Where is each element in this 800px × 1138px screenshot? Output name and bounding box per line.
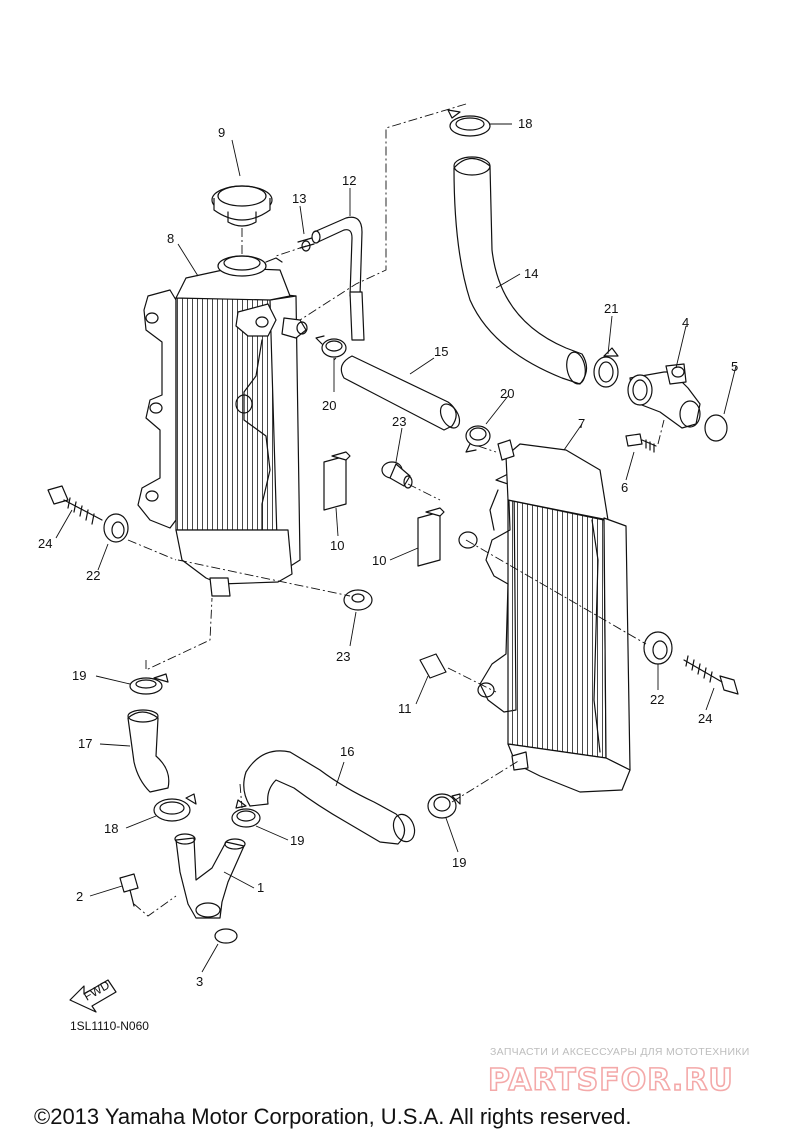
callout-18-bottom: 18 — [104, 821, 118, 836]
hose-clamp-18-top — [447, 109, 491, 137]
callout-19-center: 19 — [290, 833, 304, 848]
bolt-24-right — [683, 655, 739, 695]
o-ring-3 — [214, 928, 238, 944]
callout-19-right: 19 — [452, 855, 466, 870]
callout-15: 15 — [434, 344, 448, 359]
callout-6: 6 — [621, 480, 628, 495]
grommet-22-left — [103, 513, 129, 543]
callout-4: 4 — [682, 315, 689, 330]
fwd-arrow-icon — [69, 979, 117, 1013]
callout-23-lower: 23 — [336, 649, 350, 664]
collar-23-lower — [343, 589, 373, 611]
upper-hose-14 — [453, 156, 588, 385]
callout-5: 5 — [731, 359, 738, 374]
radiator-cap — [211, 185, 273, 256]
callout-24-left: 24 — [38, 536, 52, 551]
callout-labels: 1 2 3 4 5 6 7 8 9 10 10 11 12 13 14 15 1… — [38, 116, 738, 989]
damper-10-upper — [323, 451, 351, 511]
callout-8: 8 — [167, 231, 174, 246]
callout-24-right: 24 — [698, 711, 712, 726]
callout-10-lower: 10 — [372, 553, 386, 568]
hose-clamp-18-bottom — [153, 793, 197, 822]
bolt-24-left — [47, 485, 103, 525]
grommet-22-right — [643, 631, 673, 665]
callout-7: 7 — [578, 416, 585, 431]
diagram-code: 1SL1110-N060 — [70, 1019, 149, 1033]
callout-19-left: 19 — [72, 668, 86, 683]
callout-14: 14 — [524, 266, 538, 281]
hose-clamp-20-center — [465, 425, 491, 453]
callout-22-right: 22 — [650, 692, 664, 707]
callout-21: 21 — [604, 301, 618, 316]
breather-hose — [311, 216, 365, 341]
small-clip — [297, 237, 315, 252]
pipe-1 — [174, 833, 246, 919]
callout-20-right: 20 — [500, 386, 514, 401]
callout-18-top: 18 — [518, 116, 532, 131]
hose-clamp-21 — [593, 347, 619, 388]
callout-20-left: 20 — [322, 398, 336, 413]
callout-22-left: 22 — [86, 568, 100, 583]
left-radiator — [137, 255, 308, 597]
bolt-6 — [625, 433, 657, 453]
watermark-brand: PARTSFOR.RU — [488, 1063, 734, 1098]
hose-clamp-20-left — [315, 335, 347, 358]
callout-12: 12 — [342, 173, 356, 188]
hose-17 — [127, 709, 170, 793]
right-radiator — [458, 439, 631, 793]
callout-10-upper: 10 — [330, 538, 344, 553]
damper-10-lower — [417, 507, 445, 567]
callout-13: 13 — [292, 191, 306, 206]
callout-16: 16 — [340, 744, 354, 759]
hose-clamp-19-upper — [129, 673, 169, 695]
collar-23-upper — [381, 461, 413, 489]
hose-15 — [340, 355, 461, 431]
callout-2: 2 — [76, 889, 83, 904]
o-ring-5 — [704, 414, 728, 442]
callout-11: 11 — [398, 701, 412, 716]
callout-3: 3 — [196, 974, 203, 989]
bolt-2 — [119, 873, 139, 907]
copyright-notice: ©2013 Yamaha Motor Corporation, U.S.A. A… — [34, 1104, 631, 1129]
watermark-tagline: ЗАПЧАСТИ И АКСЕССУАРЫ ДЛЯ МОТОТЕХНИКИ — [490, 1046, 750, 1058]
callout-23-upper: 23 — [392, 414, 406, 429]
hose-clamp-19-right — [427, 793, 461, 819]
damper-11 — [419, 653, 447, 679]
callout-1: 1 — [257, 880, 264, 895]
callout-9: 9 — [218, 125, 225, 140]
callout-17: 17 — [78, 736, 92, 751]
water-joint-4 — [627, 363, 701, 429]
leader-lines — [55, 103, 737, 973]
hose-16 — [243, 750, 416, 845]
